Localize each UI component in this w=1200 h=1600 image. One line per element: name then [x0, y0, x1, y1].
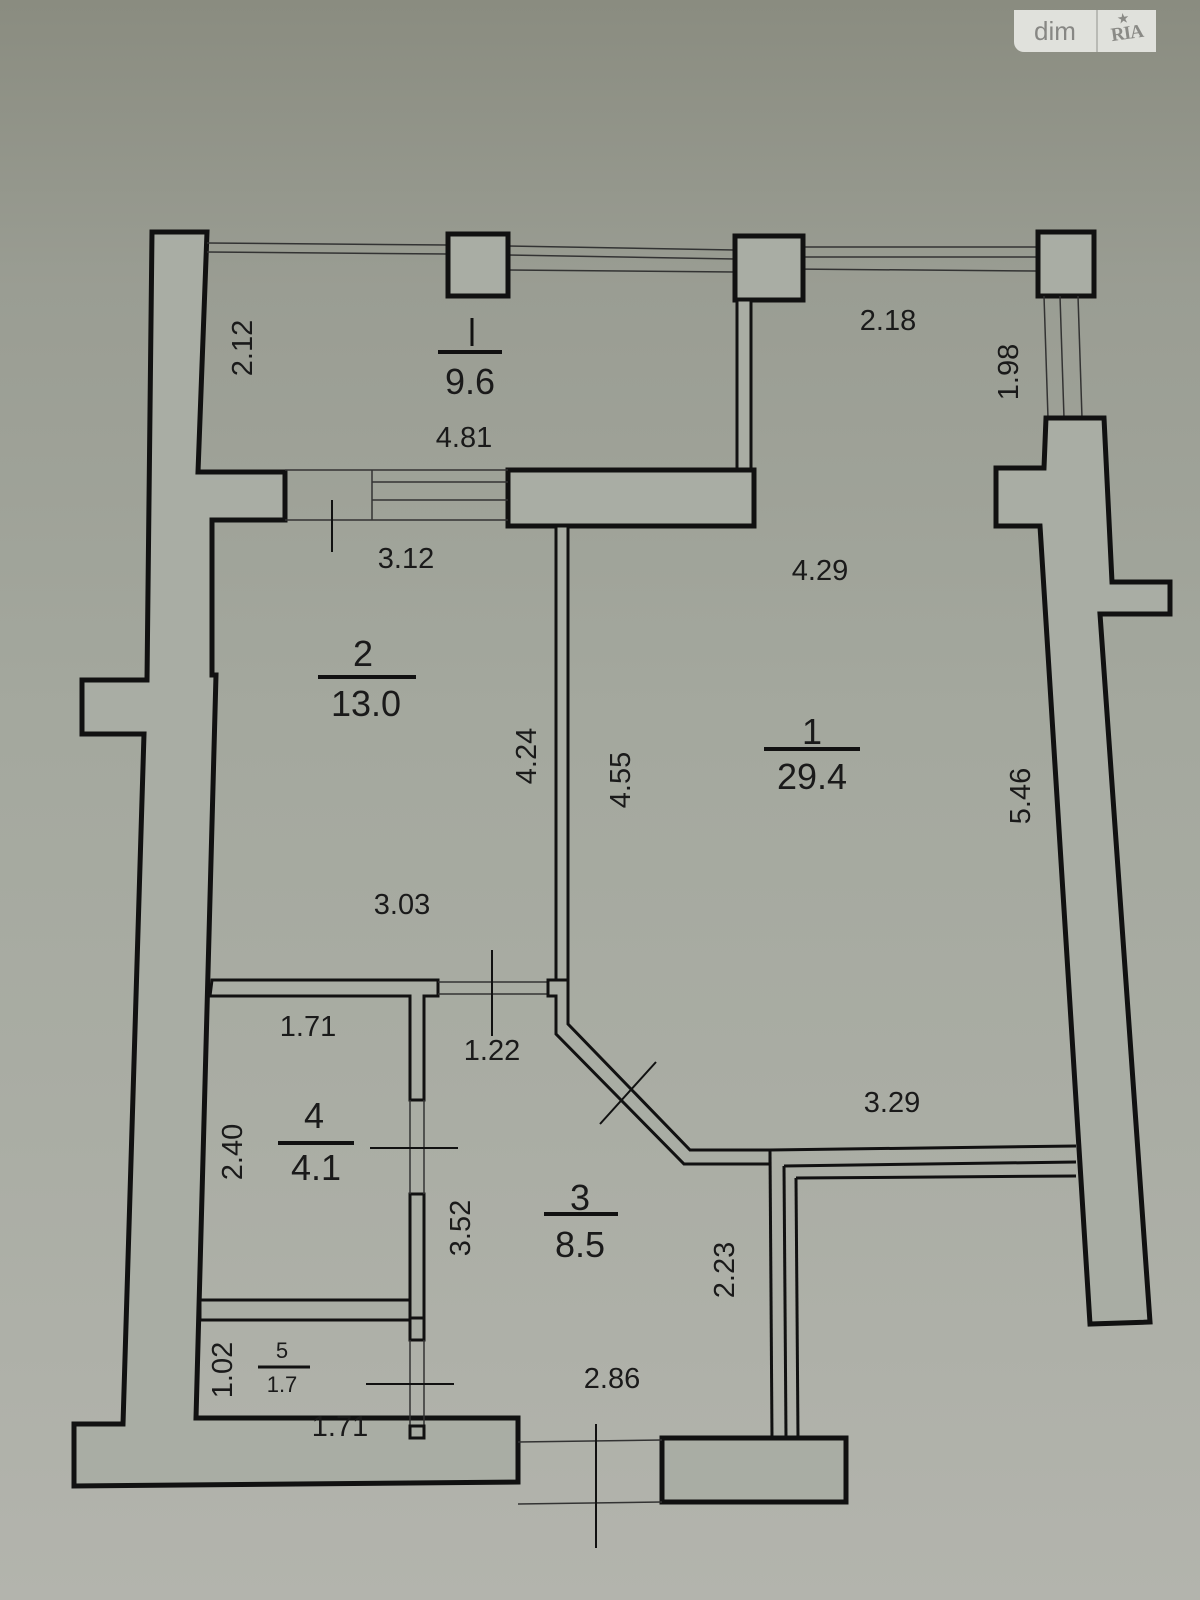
wall-block-balcony [505, 467, 757, 529]
column-1 [445, 231, 511, 299]
dim-room3-height: 3.52 [445, 1200, 477, 1256]
balcony-partition [735, 298, 753, 474]
window-glazing [206, 251, 449, 255]
column-2 [732, 233, 806, 303]
room-number-3: 3 [570, 1177, 590, 1218]
dim-balcony-right-width: 2.18 [860, 305, 916, 337]
dim-room2-bottom: 3.03 [374, 889, 430, 921]
room-area-2: 13.0 [331, 683, 401, 724]
column-3 [1035, 229, 1097, 299]
partition-stub [408, 1316, 426, 1342]
dim-room5-bottom: 1.71 [312, 1411, 368, 1443]
window-glazing [789, 268, 1037, 272]
partition-stub [408, 1424, 426, 1440]
room-area-4: 4.1 [291, 1147, 341, 1188]
room-number-1: 1 [802, 711, 822, 752]
window-glazing-right [1077, 295, 1083, 419]
dim-room3-bottom: 2.86 [584, 1363, 640, 1395]
partition-room4-room3 [408, 1192, 426, 1320]
dim-balcony-width: 4.81 [436, 422, 492, 454]
window-glazing [507, 269, 736, 273]
window-glazing [206, 242, 449, 246]
dim-room1-bottom: 3.29 [864, 1087, 920, 1119]
dim-room3-right: 2.23 [709, 1242, 741, 1298]
dim-room1-left: 4.55 [605, 752, 637, 808]
wall-room1-bottom [783, 1160, 1077, 1168]
entry-door-frame [517, 1439, 663, 1443]
wall-right-outer [993, 415, 1173, 1327]
door-marker [599, 1061, 657, 1125]
dim-room2-height: 4.24 [511, 728, 543, 784]
wall-left-outer [71, 229, 521, 1489]
dimria-watermark: dim ★ RIA [1014, 10, 1156, 52]
dim-room1-right: 5.46 [1005, 768, 1037, 824]
room-number-4: 4 [304, 1095, 324, 1136]
dim-room4-top: 1.71 [280, 1011, 336, 1043]
room-area-3: 8.5 [555, 1224, 605, 1265]
room-number-5: 5 [276, 1338, 288, 1363]
partition-diagonal [546, 978, 772, 1166]
entry-door-frame [517, 1501, 663, 1505]
window-glazing-right [1043, 295, 1049, 419]
dim-room5-height: 1.02 [207, 1342, 239, 1398]
partition-room3-right [782, 1165, 788, 1439]
room-area-1: 29.4 [777, 756, 847, 797]
watermark-dim-text: dim [1014, 10, 1098, 52]
wall-bottom-right [659, 1435, 849, 1505]
window-glazing-right [1059, 295, 1065, 419]
dim-room4-height: 2.40 [217, 1124, 249, 1180]
dim-balcony-height: 2.12 [227, 320, 259, 376]
window-glazing [507, 245, 736, 251]
wall-room1-bottom [795, 1174, 1077, 1180]
dim-balcony-right-height: 1.98 [993, 344, 1025, 400]
wall-room1-bottom [769, 1144, 1077, 1152]
partition-room4-room5 [198, 1298, 412, 1322]
dim-room3-top: 1.22 [464, 1035, 520, 1067]
room-area-5: 1.7 [267, 1372, 298, 1397]
partition-room3-right [768, 1149, 774, 1439]
window-glazing [507, 254, 736, 260]
room-number-2: 2 [353, 633, 373, 674]
dim-room2-top: 3.12 [378, 543, 434, 575]
partition-room3-right [794, 1177, 800, 1439]
room-area-balcony: 9.6 [445, 361, 495, 402]
partition-room1-room2 [554, 524, 570, 984]
dim-room1-top: 4.29 [792, 555, 848, 587]
